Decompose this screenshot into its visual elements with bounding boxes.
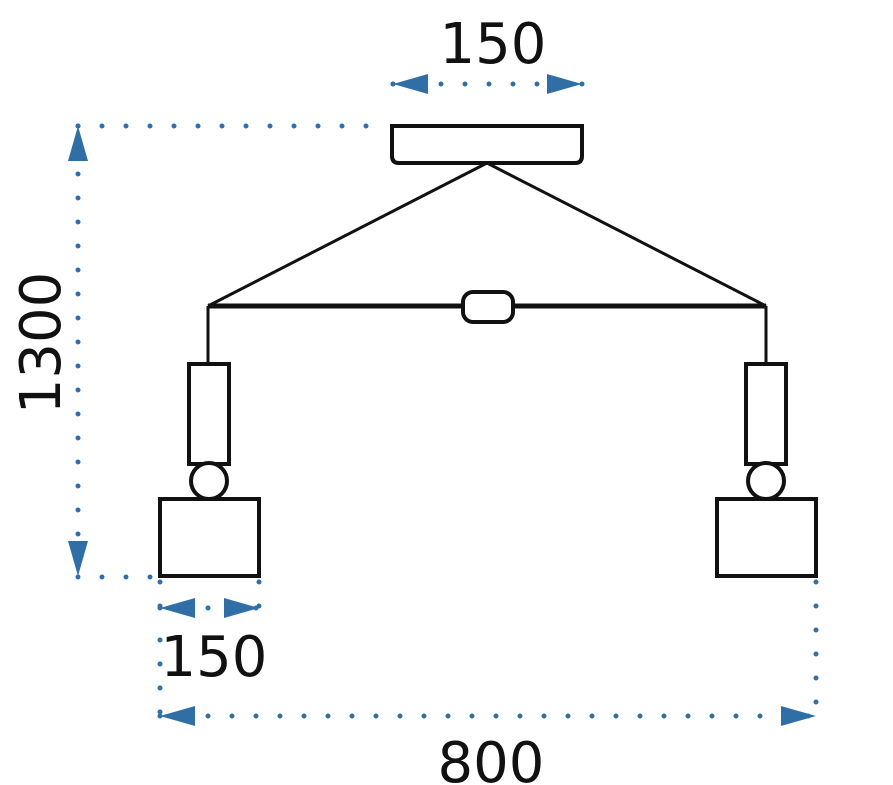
left-lamp-shade	[158, 497, 261, 578]
canopy-width-label: 150	[440, 12, 547, 77]
left-lamp-holder	[187, 362, 231, 466]
total-width-right-arrow-icon	[781, 706, 816, 726]
shade-width-left-arrow-icon	[160, 598, 195, 618]
total-width-label: 800	[438, 731, 545, 785]
bar-connector	[461, 290, 515, 324]
height-top-arrow-icon	[68, 126, 88, 161]
right-suspension-wire	[486, 161, 767, 308]
dimension-labels: 150 1300 150 800	[9, 12, 546, 785]
height-label: 1300	[9, 272, 74, 415]
lamp-drawing	[158, 124, 818, 578]
left-lamp-joint	[189, 461, 229, 501]
height-bottom-arrow-icon	[68, 541, 88, 576]
ceiling-canopy	[390, 124, 584, 165]
right-lamp-joint	[746, 461, 786, 501]
canopy-width-right-arrow-icon	[547, 74, 582, 94]
right-lamp-holder	[744, 362, 788, 466]
shade-width-label: 150	[161, 625, 268, 690]
canopy-width-left-arrow-icon	[393, 74, 428, 94]
right-lamp-shade	[715, 497, 818, 578]
dimension-lines	[68, 74, 819, 726]
left-suspension-wire	[207, 161, 488, 308]
shade-width-right-arrow-icon	[224, 598, 259, 618]
total-width-left-arrow-icon	[160, 706, 195, 726]
